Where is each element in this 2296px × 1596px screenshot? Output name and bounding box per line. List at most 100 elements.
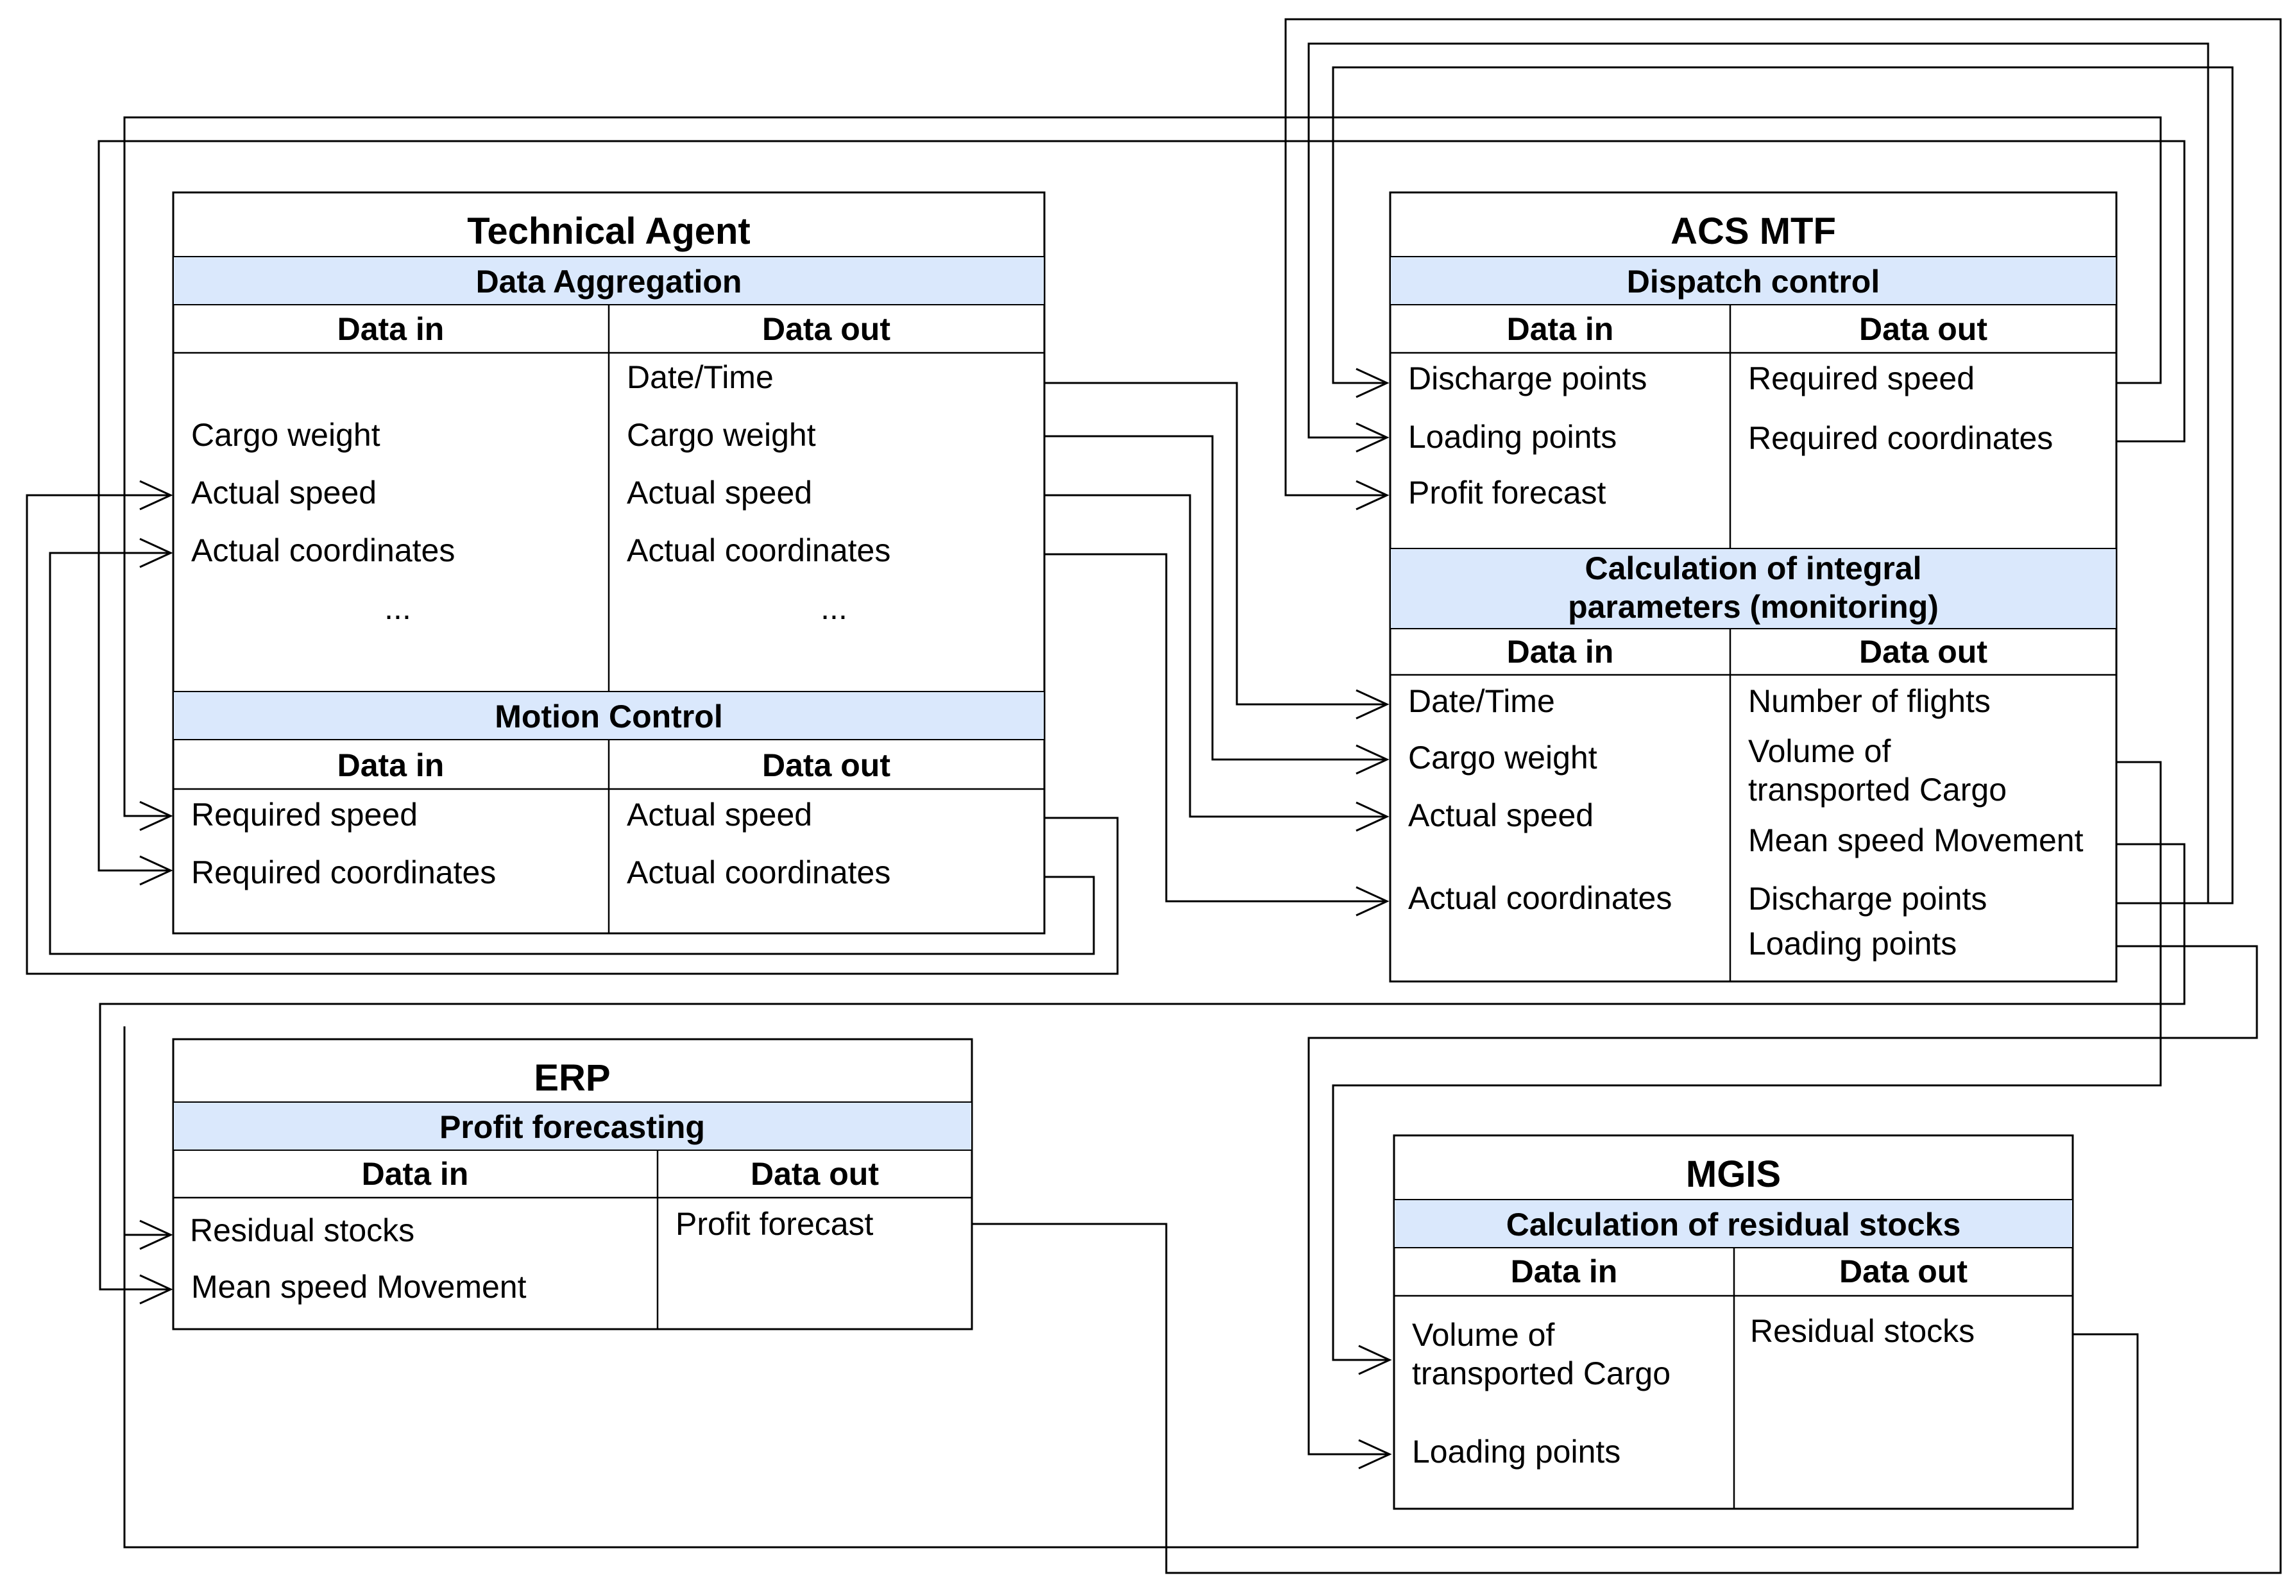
agg-out-actual-speed: Actual speed xyxy=(627,475,812,511)
connector-date-time xyxy=(1044,382,1387,706)
connector-required-speed xyxy=(123,116,2162,817)
connector-required-coordinates xyxy=(98,140,2186,872)
arrowhead-icon xyxy=(139,801,173,831)
dispatch-in-loading-points: Loading points xyxy=(1408,419,1617,455)
erp-frame xyxy=(172,1038,973,1330)
mgis-in-loading-points: Loading points xyxy=(1412,1434,1620,1470)
connector-motion-speed-feedback xyxy=(26,494,1119,975)
monitoring-in-cargo-weight: Cargo weight xyxy=(1408,740,1597,776)
monitoring-in-date-time: Date/Time xyxy=(1408,683,1555,719)
profit-forecasting-header-band xyxy=(173,1101,973,1151)
dispatch-control-header: Dispatch control xyxy=(1627,264,1880,300)
profit-forecasting-header: Profit forecasting xyxy=(439,1109,705,1145)
data-aggregation-header-band xyxy=(173,256,1045,305)
motion-control-header: Motion Control xyxy=(495,699,722,734)
column-header-data-out: Data out xyxy=(751,1156,879,1192)
agg-out-actual-coordinates: Actual coordinates xyxy=(627,532,890,568)
connector-actual-speed xyxy=(1044,494,1387,818)
dispatch-out-required-speed: Required speed xyxy=(1748,361,1975,396)
column-header-data-in: Data in xyxy=(1507,311,1614,347)
connector-actual-coordinates xyxy=(1044,553,1387,903)
motion-out-actual-speed: Actual speed xyxy=(627,797,812,833)
connector-discharge-points xyxy=(1332,66,2234,904)
mgis-out-residual-stocks: Residual stocks xyxy=(1750,1313,1975,1349)
dispatch-in-discharge-points: Discharge points xyxy=(1408,361,1647,396)
arrowhead-icon xyxy=(139,1219,173,1250)
arrowhead-icon xyxy=(139,538,173,568)
column-header-data-in: Data in xyxy=(337,311,445,347)
monitoring-out-volume-line1: Volume of xyxy=(1748,733,1891,769)
arrowhead-icon xyxy=(1356,480,1390,511)
connector-cargo-weight xyxy=(1044,435,1387,761)
monitoring-out-discharge-points: Discharge points xyxy=(1748,881,1987,917)
mgis-title: MGIS xyxy=(1686,1153,1781,1195)
monitoring-in-actual-speed: Actual speed xyxy=(1408,797,1594,833)
erp-in-mean-speed-movement: Mean speed Movement xyxy=(191,1269,527,1305)
column-header-data-out: Data out xyxy=(1839,1253,1968,1289)
motion-in-required-coordinates: Required coordinates xyxy=(191,854,496,890)
arrowheads xyxy=(139,368,1392,1470)
data-aggregation-header: Data Aggregation xyxy=(476,264,742,300)
connector-profit-forecast xyxy=(972,18,2282,1574)
erp-out-profit-forecast: Profit forecast xyxy=(676,1206,874,1242)
column-header-data-out: Data out xyxy=(1859,634,1987,670)
arrowhead-icon xyxy=(1356,886,1390,917)
mgis-in-volume-line2: transported Cargo xyxy=(1412,1355,1671,1391)
dispatch-in-profit-forecast: Profit forecast xyxy=(1408,475,1606,511)
dispatch-out-required-coordinates: Required coordinates xyxy=(1748,420,2053,456)
column-header-data-in: Data in xyxy=(1507,634,1614,670)
motion-out-actual-coordinates: Actual coordinates xyxy=(627,854,890,890)
column-header-data-out: Data out xyxy=(1859,311,1987,347)
monitoring-header-band xyxy=(1390,548,2117,629)
erp-block: ERP Profit forecasting Data in Data out … xyxy=(172,1038,973,1330)
motion-in-required-speed: Required speed xyxy=(191,797,418,833)
technical-agent-title: Technical Agent xyxy=(467,210,751,252)
connectors xyxy=(26,18,2282,1574)
monitoring-in-actual-coordinates: Actual coordinates xyxy=(1408,880,1672,916)
acs-mtf-block: ACS MTF Dispatch control Data in Data ou… xyxy=(1389,191,2118,983)
connector-loading-to-dispatch xyxy=(1307,42,1443,439)
agg-out-ellipsis: ... xyxy=(821,590,847,626)
column-header-data-out: Data out xyxy=(762,311,890,347)
agg-out-cargo-weight: Cargo weight xyxy=(627,417,816,453)
arrowhead-icon xyxy=(139,855,173,886)
monitoring-out-mean-speed: Mean speed Movement xyxy=(1748,822,2084,858)
connector-loading-points xyxy=(1307,945,2258,1456)
arrowhead-icon xyxy=(1356,801,1390,832)
monitoring-out-loading-points: Loading points xyxy=(1748,926,1957,962)
agg-in-ellipsis: ... xyxy=(384,590,411,626)
residual-stocks-header: Calculation of residual stocks xyxy=(1506,1207,1961,1243)
dispatch-control-header-band xyxy=(1390,256,2117,305)
column-header-data-out: Data out xyxy=(762,747,890,783)
arrowhead-icon xyxy=(1358,1345,1392,1375)
mgis-in-volume-line1: Volume of xyxy=(1412,1317,1554,1353)
connector-volume-cargo xyxy=(1332,761,2162,1361)
column-header-data-in: Data in xyxy=(1511,1253,1618,1289)
monitoring-header-line2: parameters (monitoring) xyxy=(1568,589,1939,625)
mgis-block: MGIS Calculation of residual stocks Data… xyxy=(1393,1134,2074,1510)
arrowhead-icon xyxy=(1358,1439,1392,1470)
arrowhead-icon xyxy=(1356,422,1390,453)
arrowhead-icon xyxy=(1356,689,1390,720)
erp-title: ERP xyxy=(534,1057,610,1099)
column-header-data-in: Data in xyxy=(362,1156,469,1192)
monitoring-out-number-of-flights: Number of flights xyxy=(1748,683,1991,719)
motion-control-header-band xyxy=(173,691,1045,740)
agg-in-cargo-weight: Cargo weight xyxy=(191,417,380,453)
connector-dispatch-loading-points xyxy=(1443,42,2209,903)
agg-out-date-time: Date/Time xyxy=(627,359,774,395)
connector-residual-stocks xyxy=(123,1026,2139,1549)
acs-mtf-title: ACS MTF xyxy=(1671,210,1836,252)
arrowhead-icon xyxy=(1356,368,1390,398)
arrowhead-icon xyxy=(139,480,173,511)
agg-in-actual-coordinates: Actual coordinates xyxy=(191,532,455,568)
agg-in-actual-speed: Actual speed xyxy=(191,475,377,511)
arrowhead-icon xyxy=(139,1274,173,1305)
technical-agent-block: Technical Agent Data Aggregation Data in… xyxy=(172,191,1046,935)
column-header-data-in: Data in xyxy=(337,747,445,783)
connector-mean-speed xyxy=(99,843,2186,1291)
erp-in-residual-stocks: Residual stocks xyxy=(190,1212,414,1248)
connector-motion-coordinates-feedback xyxy=(49,552,1095,955)
arrowhead-icon xyxy=(1356,744,1390,775)
